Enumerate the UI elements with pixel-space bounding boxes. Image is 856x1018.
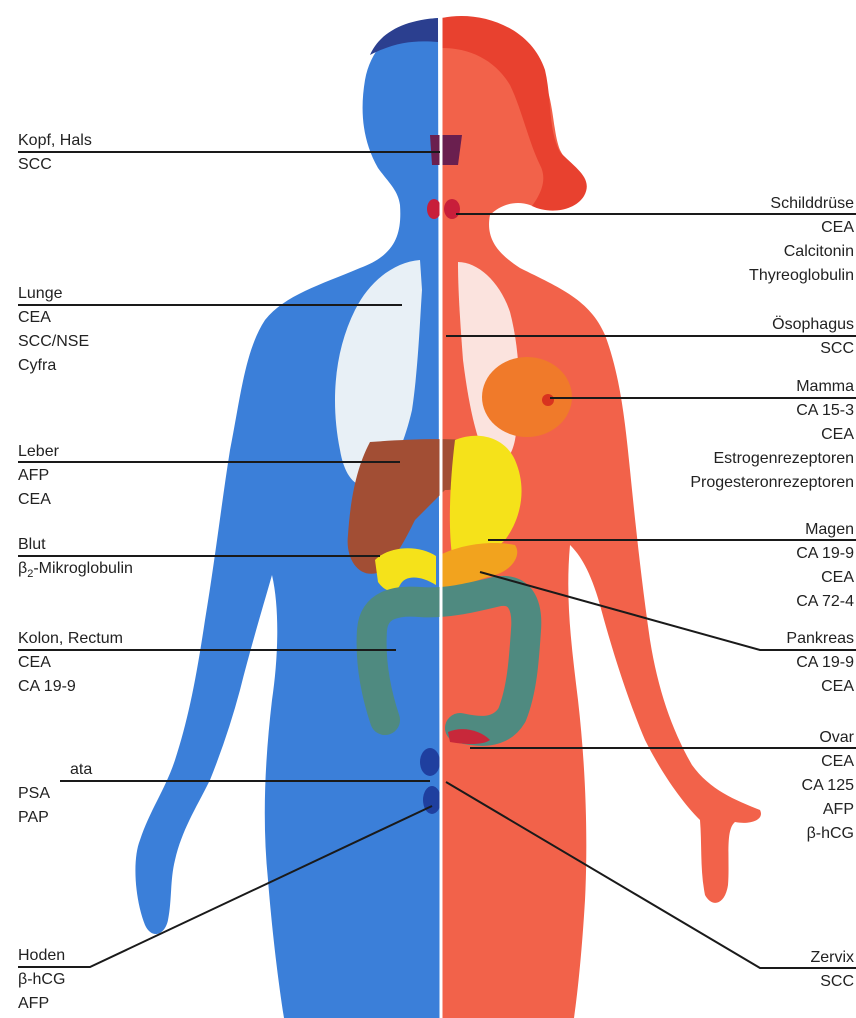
label-kopf-hals-title: Kopf, Hals [18, 129, 92, 153]
label-oesophagus-marker: SCC [772, 337, 854, 361]
label-ovar-marker-3: AFP [802, 798, 854, 822]
beta-symbol: β [18, 560, 27, 577]
label-hoden-marker-1: β-hCG [18, 968, 65, 992]
label-prostata-title: ata [70, 758, 92, 782]
label-mamma-marker-3: Estrogenrezeptoren [690, 447, 854, 471]
label-leber-marker-1: AFP [18, 464, 59, 488]
label-magen-title: Magen [796, 518, 854, 542]
thyroid-left [427, 199, 441, 219]
label-schilddruese-title: Schilddrüse [749, 192, 854, 216]
label-pankreas-title: Pankreas [786, 627, 854, 651]
label-magen-marker-3: CA 72-4 [796, 590, 854, 614]
label-kolon-marker-2: CA 19-9 [18, 675, 123, 699]
label-pankreas-marker-2: CEA [786, 675, 854, 699]
label-blut-marker: β2-Mikroglobulin [18, 557, 133, 586]
label-hoden-marker-2: AFP [18, 992, 65, 1016]
label-kopf-hals: Kopf, Hals SCC [18, 129, 92, 177]
label-lunge: Lunge CEA SCC/NSE Cyfra [18, 282, 89, 378]
label-prostata-marker-1: PSA [18, 782, 50, 806]
label-prostata: PSA PAP [18, 782, 50, 830]
prostate [420, 748, 440, 776]
label-mamma-marker-1: CA 15-3 [690, 399, 854, 423]
label-mamma: Mamma CA 15-3 CEA Estrogenrezeptoren Pro… [690, 375, 854, 495]
label-pankreas: Pankreas CA 19-9 CEA [786, 627, 854, 699]
label-lunge-marker-3: Cyfra [18, 354, 89, 378]
label-lunge-marker-2: SCC/NSE [18, 330, 89, 354]
label-kopf-hals-marker: SCC [18, 153, 92, 177]
label-leber-title: Leber [18, 440, 59, 464]
label-magen-marker-2: CEA [796, 566, 854, 590]
label-ovar-marker-4: β-hCG [802, 822, 854, 846]
label-leber: Leber AFP CEA [18, 440, 59, 512]
label-blut: Blut β2-Mikroglobulin [18, 533, 133, 586]
label-zervix-title: Zervix [810, 946, 854, 970]
label-kolon-title: Kolon, Rectum [18, 627, 123, 651]
nipple [542, 394, 554, 406]
label-ovar-marker-2: CA 125 [802, 774, 854, 798]
label-leber-marker-2: CEA [18, 488, 59, 512]
label-hoden-title: Hoden [18, 944, 65, 968]
label-schilddruese-marker-2: Calcitonin [749, 240, 854, 264]
label-schilddruese: Schilddrüse CEA Calcitonin Thyreoglobuli… [749, 192, 854, 288]
label-pankreas-marker-1: CA 19-9 [786, 651, 854, 675]
label-schilddruese-marker-3: Thyreoglobulin [749, 264, 854, 288]
label-mamma-title: Mamma [690, 375, 854, 399]
label-ovar: Ovar CEA CA 125 AFP β-hCG [802, 726, 854, 846]
label-kolon-rectum: Kolon, Rectum CEA CA 19-9 [18, 627, 123, 699]
thyroid-right [444, 199, 460, 219]
label-zervix-marker: SCC [810, 970, 854, 994]
label-ovar-title: Ovar [802, 726, 854, 750]
label-magen-marker-1: CA 19-9 [796, 542, 854, 566]
label-blut-title: Blut [18, 533, 133, 557]
label-hoden: Hoden β-hCG AFP [18, 944, 65, 1016]
label-oesophagus-title: Ösophagus [772, 313, 854, 337]
label-prostata-marker-2: PAP [18, 806, 50, 830]
label-schilddruese-marker-1: CEA [749, 216, 854, 240]
marker-rest: -Mikroglobulin [33, 560, 133, 577]
label-lunge-title: Lunge [18, 282, 89, 306]
label-lunge-marker-1: CEA [18, 306, 89, 330]
label-prostata-title-wrap: ata [70, 758, 92, 782]
label-mamma-marker-2: CEA [690, 423, 854, 447]
head-neck-spot [430, 135, 462, 165]
label-magen: Magen CA 19-9 CEA CA 72-4 [796, 518, 854, 614]
label-zervix: Zervix SCC [810, 946, 854, 994]
label-oesophagus: Ösophagus SCC [772, 313, 854, 361]
label-mamma-marker-4: Progesteronrezeptoren [690, 471, 854, 495]
label-kolon-marker-1: CEA [18, 651, 123, 675]
label-ovar-marker-1: CEA [802, 750, 854, 774]
